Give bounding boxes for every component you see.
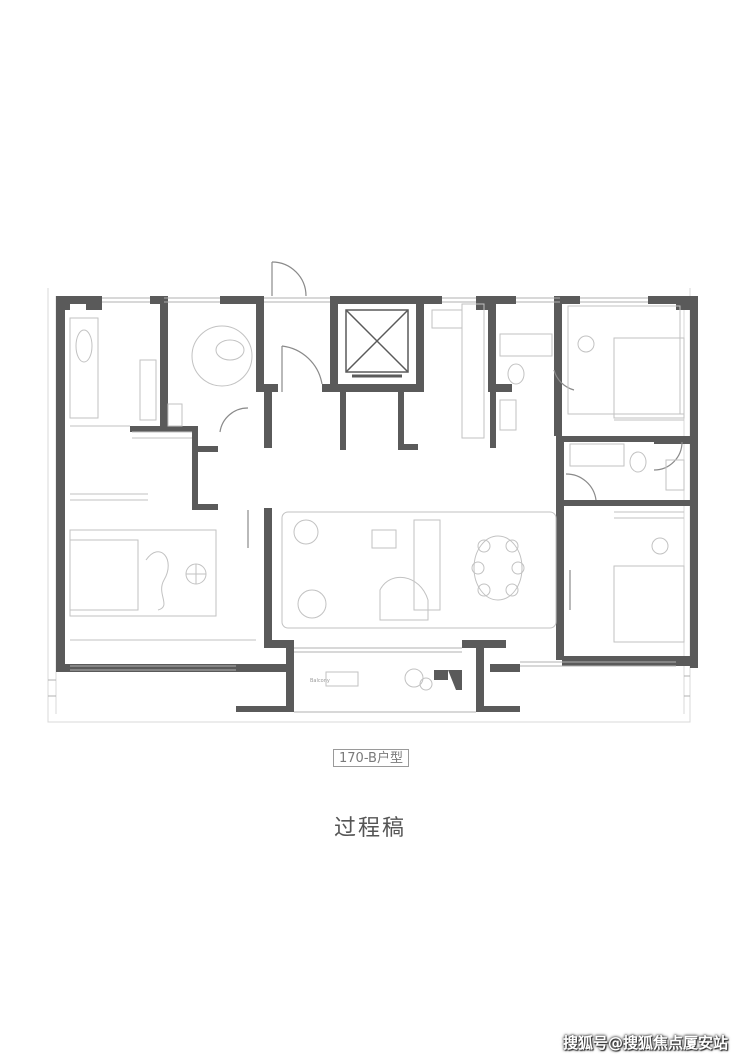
- unit-type-label: 170-B户型: [333, 749, 409, 767]
- corner-stubs: [434, 670, 462, 690]
- windows: [48, 297, 690, 713]
- walls: [56, 296, 698, 712]
- furniture: [69, 303, 685, 691]
- draft-note: 过程稿: [333, 816, 406, 841]
- doors: [219, 261, 683, 610]
- elevator: [345, 309, 409, 378]
- watermark: 搜狐号@搜狐焦点厦安站: [562, 1034, 728, 1052]
- balcony-note: Balcony: [310, 678, 330, 684]
